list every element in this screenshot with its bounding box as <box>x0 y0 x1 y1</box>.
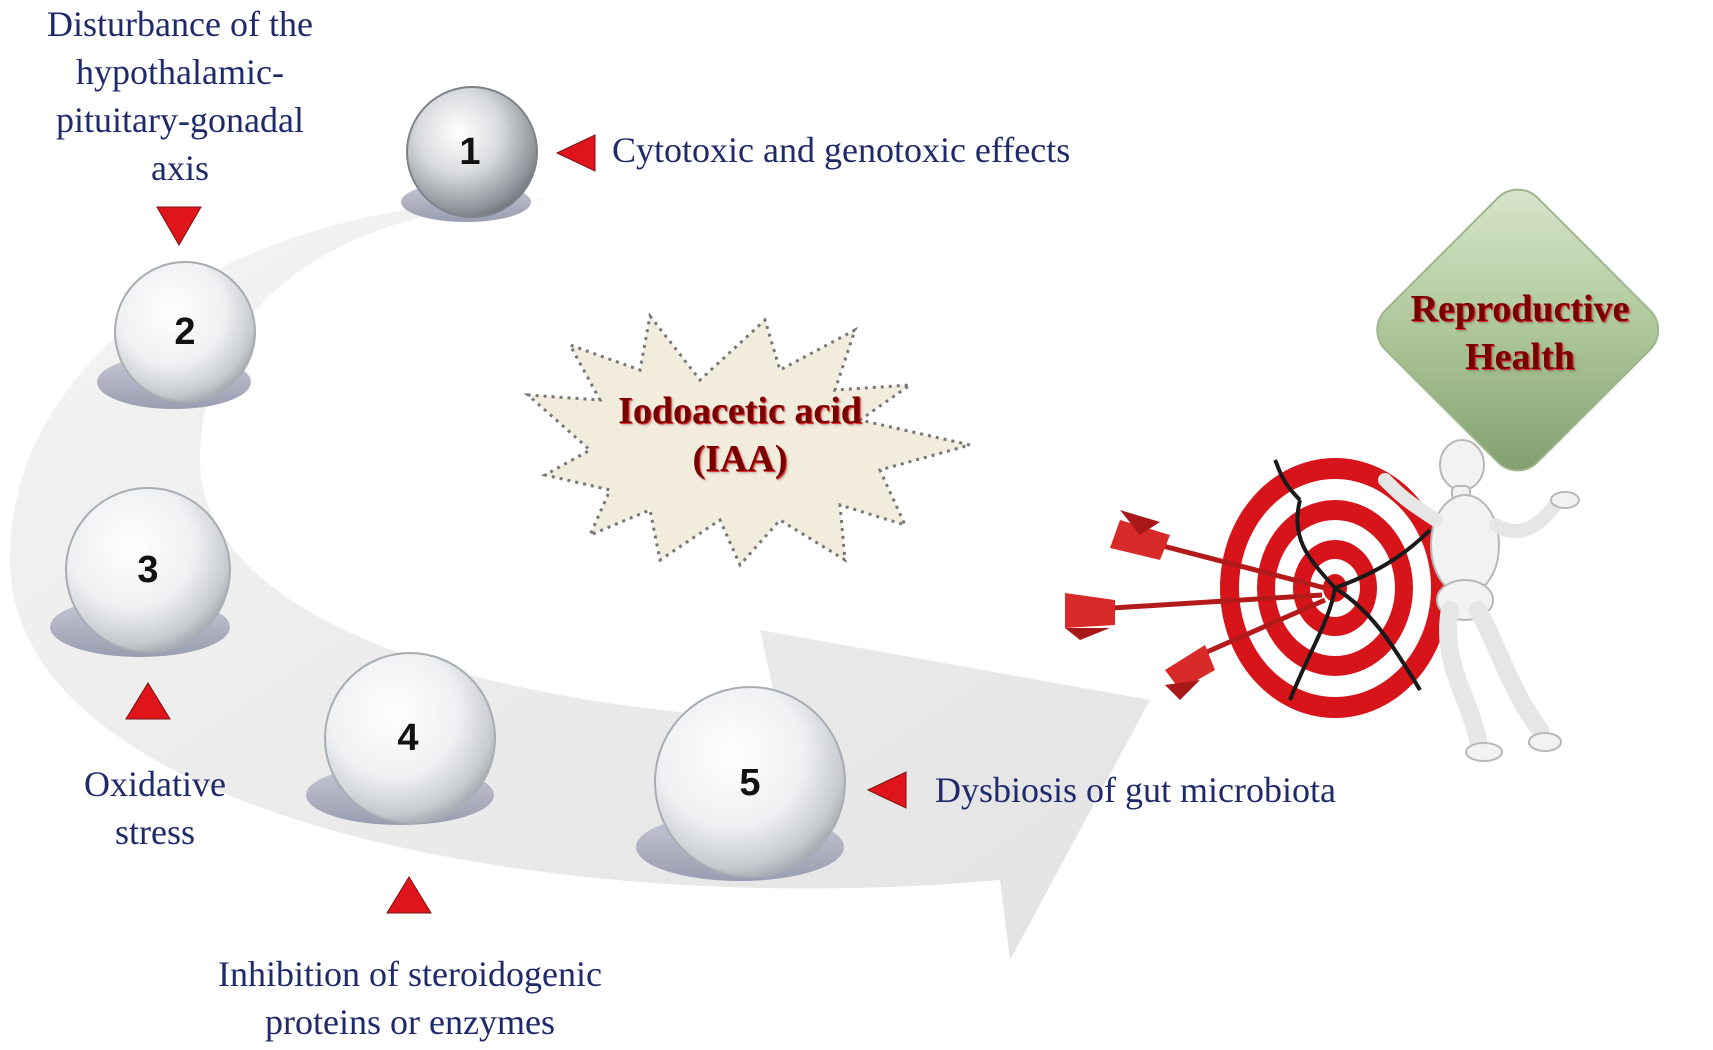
step-2-label-line-4: axis <box>151 148 209 188</box>
iaa-label: Iodoacetic acid (IAA) <box>570 387 910 483</box>
step-2-label-line-2: hypothalamic- <box>76 52 284 92</box>
step-5-marker-red-triangle-icon <box>866 771 907 809</box>
step-3-marker-red-triangle-icon <box>125 682 171 720</box>
step-4-ball: 4 <box>324 652 496 824</box>
reproductive-health-line-2: Health <box>1465 336 1575 378</box>
step-2-label-line-1: Disturbance of the <box>47 4 313 44</box>
step-2-number: 2 <box>174 311 195 353</box>
step-2-label: Disturbance of the hypothalamic- pituita… <box>20 0 340 192</box>
step-4-marker-red-triangle-icon <box>386 876 432 914</box>
step-5-label-line: Dysbiosis of gut microbiota <box>935 770 1336 810</box>
curved-arrow-band <box>10 199 1150 960</box>
step-4-number: 4 <box>397 717 418 759</box>
step-2-marker-red-triangle-icon <box>156 206 202 246</box>
iaa-label-line-2: (IAA) <box>692 438 788 480</box>
step-4-label: Inhibition of steroidogenic proteins or … <box>180 950 640 1046</box>
step-1-marker-red-triangle-icon <box>555 134 596 172</box>
iaa-burst-shape <box>523 312 971 568</box>
step-1-ball: 1 <box>406 86 538 218</box>
step-1-number: 1 <box>459 131 480 173</box>
reproductive-health-label: Reproductive Health <box>1395 285 1645 381</box>
step-3-ball: 3 <box>65 487 231 653</box>
iaa-label-line-1: Iodoacetic acid <box>618 390 862 432</box>
step-4-label-line-1: Inhibition of steroidogenic <box>218 954 602 994</box>
step-5-ball: 5 <box>654 686 846 878</box>
step-3-label: Oxidative stress <box>40 760 270 856</box>
reproductive-health-line-1: Reproductive <box>1410 288 1630 330</box>
step-3-number: 3 <box>137 549 158 591</box>
step-2-label-line-3: pituitary-gonadal <box>56 100 304 140</box>
step-5-label: Dysbiosis of gut microbiota <box>935 766 1336 814</box>
step-5-number: 5 <box>739 762 760 804</box>
mannequin-figure-icon <box>1378 439 1580 762</box>
step-2-ball: 2 <box>114 261 256 403</box>
step-4-label-line-2: proteins or enzymes <box>265 1002 555 1042</box>
reproductive-health-diamond <box>1376 188 1660 472</box>
dartboard-target-icon <box>1220 458 1450 718</box>
step-1-label-line: Cytotoxic and genotoxic effects <box>612 130 1071 170</box>
step-3-label-line-2: stress <box>115 812 195 852</box>
darts-icon <box>1065 510 1327 700</box>
step-3-label-line-1: Oxidative <box>84 764 226 804</box>
step-1-label: Cytotoxic and genotoxic effects <box>612 126 1070 174</box>
